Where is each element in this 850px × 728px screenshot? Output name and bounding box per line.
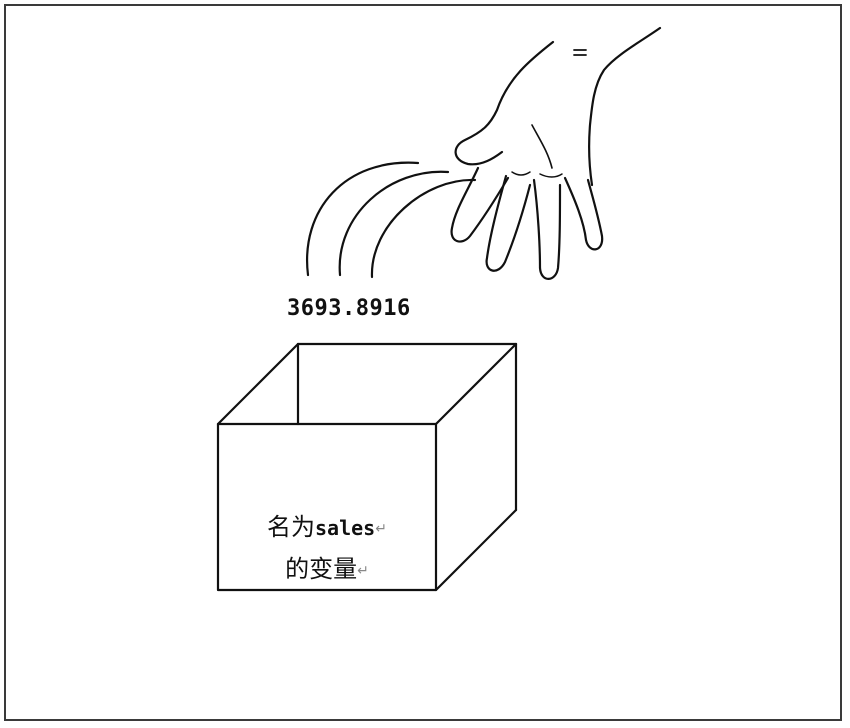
return-mark-icon: ↵ [375,521,387,537]
label-cn-text-2: 的变量 [285,555,358,583]
value-label: 3693.8916 [287,296,411,321]
motion-lines-icon [306,161,477,279]
diagram-frame [4,4,842,721]
hand-icon [450,26,662,280]
return-mark-icon-2: ↵ [357,563,369,579]
label-line-1: 名为sales↵ [218,507,436,549]
variable-name-label: 名为sales↵ 的变量↵ [218,507,436,591]
label-variable-name: sales [315,516,376,540]
label-cn-text: 名为 [267,513,316,541]
box-icon [216,342,518,592]
label-line-2: 的变量↵ [218,549,436,591]
